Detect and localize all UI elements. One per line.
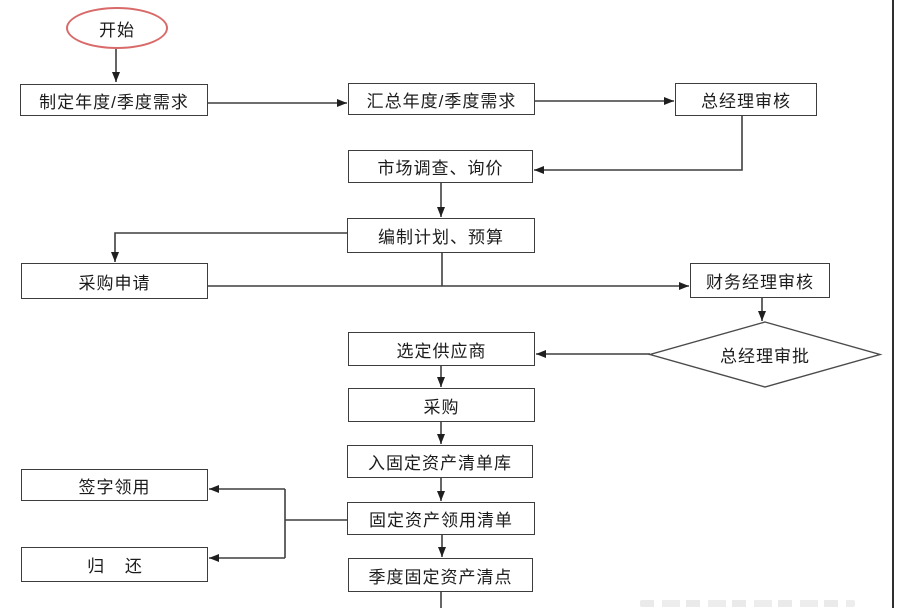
node-market-survey: 市场调查、询价 xyxy=(348,150,533,183)
node-plan-budget: 编制计划、预算 xyxy=(347,218,535,253)
diamond-gm-approval-shape xyxy=(647,321,883,388)
arrow-budget-to-request xyxy=(111,232,347,262)
node-gm-review: 总经理审核 xyxy=(675,83,817,116)
node-quarterly-check: 季度固定资产清点 xyxy=(348,558,533,592)
node-requisition-list: 固定资产领用清单 xyxy=(347,502,535,535)
node-plan-demand: 制定年度/季度需求 xyxy=(20,84,208,116)
node-finance-review: 财务经理审核 xyxy=(690,263,830,298)
node-return: 归 还 xyxy=(21,547,208,582)
node-purchase: 采购 xyxy=(348,388,535,422)
frame-right-border xyxy=(892,0,894,608)
node-summarize-demand: 汇总年度/季度需求 xyxy=(348,83,535,115)
node-select-supplier: 选定供应商 xyxy=(348,332,535,366)
node-asset-inventory-db: 入固定资产清单库 xyxy=(347,445,533,478)
node-start: 开始 xyxy=(66,7,168,49)
node-purchase-request: 采购申请 xyxy=(21,263,208,299)
arrow-gmreview-to-survey xyxy=(534,116,743,174)
node-sign-use: 签字领用 xyxy=(21,469,208,501)
node-gm-approval-label: 总经理审批 xyxy=(720,346,810,366)
watermark-remnant xyxy=(640,600,855,607)
